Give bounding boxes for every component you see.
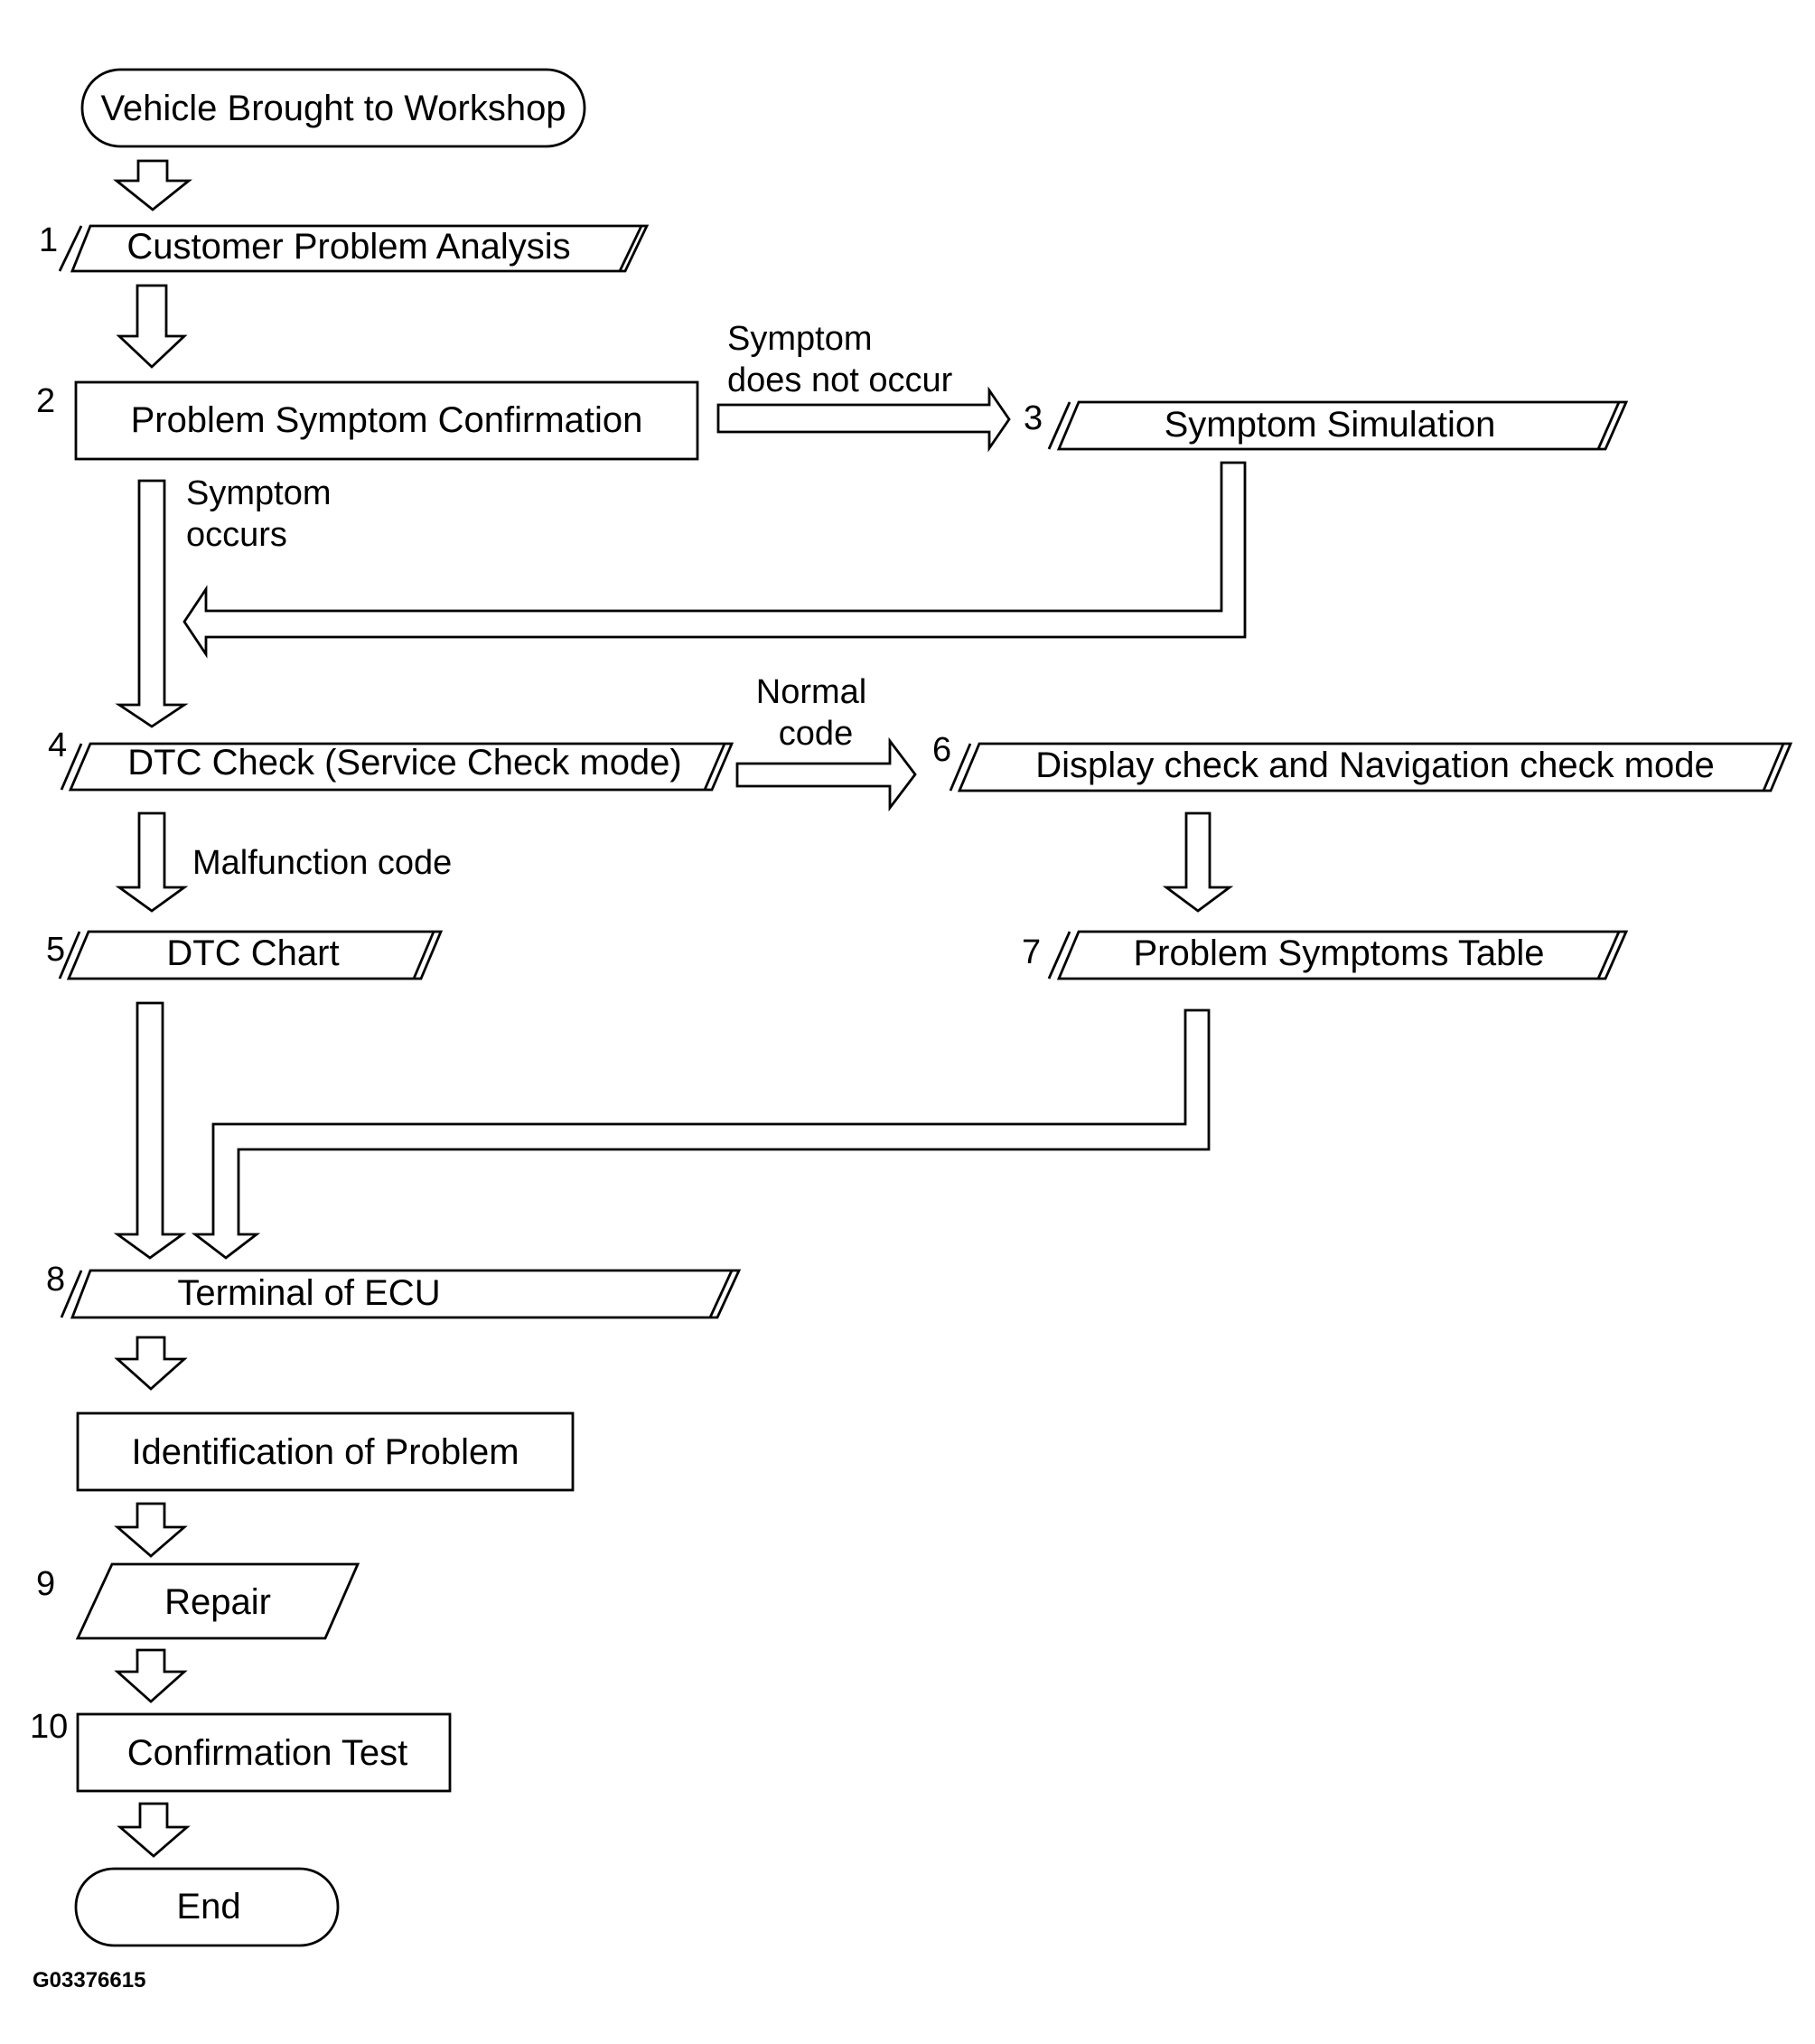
identification-label: Identification of Problem bbox=[131, 1432, 519, 1472]
step-8: 8 Terminal of ECU bbox=[46, 1261, 742, 1319]
step-2-label: Problem Symptom Confirmation bbox=[131, 400, 643, 440]
arrow-step9-to-step10 bbox=[114, 1648, 188, 1703]
label-normal-code-line2: code bbox=[779, 715, 853, 753]
step-6-label: Display check and Navigation check mode bbox=[1035, 745, 1715, 785]
arrow-identification-to-step9 bbox=[114, 1502, 188, 1558]
step-9: 9 Repair bbox=[36, 1562, 360, 1640]
step-5: 5 DTC Chart bbox=[46, 930, 444, 980]
step-7: 7 Problem Symptoms Table bbox=[1022, 930, 1629, 980]
start-label: Vehicle Brought to Workshop bbox=[100, 89, 566, 128]
step-3: 3 Symptom Simulation bbox=[1024, 399, 1629, 451]
step-3-label: Symptom Simulation bbox=[1165, 405, 1496, 445]
label-malfunction-code: Malfunction code bbox=[192, 844, 452, 882]
arrow-step4-to-step6 bbox=[735, 736, 917, 812]
step-2: 2 Problem Symptom Confirmation bbox=[36, 380, 699, 461]
figure-id: G03376615 bbox=[33, 1968, 145, 1992]
label-symptom-occurs-line1: Symptom bbox=[186, 474, 331, 512]
step-1-number: 1 bbox=[39, 221, 58, 259]
identification-step: Identification of Problem bbox=[76, 1411, 575, 1492]
step-4-number: 4 bbox=[48, 727, 67, 764]
step-10-label: Confirmation Test bbox=[127, 1733, 408, 1773]
arrow-step1-to-step2 bbox=[116, 284, 188, 369]
step-9-label: Repair bbox=[164, 1582, 271, 1622]
step-6: 6 Display check and Navigation check mod… bbox=[932, 731, 1793, 792]
step-7-label: Problem Symptoms Table bbox=[1134, 933, 1545, 973]
arrow-step5-to-step8 bbox=[113, 1001, 187, 1260]
step-2-number: 2 bbox=[36, 382, 55, 420]
arrow-step3-return bbox=[182, 461, 1247, 659]
step-7-number: 7 bbox=[1022, 933, 1041, 971]
step-1-label: Customer Problem Analysis bbox=[126, 227, 570, 267]
end-label: End bbox=[176, 1887, 240, 1927]
step-1: 1 Customer Problem Analysis bbox=[39, 221, 650, 273]
step-4-label: DTC Check (Service Check mode) bbox=[127, 743, 682, 783]
arrow-step4-to-step5 bbox=[115, 811, 189, 913]
arrow-step2-to-step3 bbox=[716, 386, 1011, 453]
step-8-number: 8 bbox=[46, 1261, 65, 1299]
step-9-number: 9 bbox=[36, 1565, 55, 1603]
arrow-start-to-step1 bbox=[113, 159, 192, 211]
label-symptom-not-occur-line1: Symptom bbox=[727, 320, 872, 358]
arrow-step2-to-step4 bbox=[115, 479, 189, 728]
step-8-label: Terminal of ECU bbox=[177, 1273, 440, 1313]
start-terminal: Vehicle Brought to Workshop bbox=[80, 68, 586, 148]
step-3-number: 3 bbox=[1024, 399, 1043, 437]
end-terminal: End bbox=[74, 1867, 340, 1947]
label-normal-code-line1: Normal bbox=[756, 673, 866, 711]
label-symptom-occurs-line2: occurs bbox=[186, 516, 287, 554]
step-10: 10 Confirmation Test bbox=[30, 1708, 452, 1793]
arrow-step8-to-identification bbox=[114, 1336, 188, 1391]
step-6-number: 6 bbox=[932, 731, 951, 769]
arrow-step6-to-step7 bbox=[1162, 811, 1234, 913]
step-4: 4 DTC Check (Service Check mode) bbox=[48, 727, 734, 792]
step-10-number: 10 bbox=[30, 1708, 68, 1746]
step-5-label: DTC Chart bbox=[166, 933, 339, 973]
arrow-step10-to-end bbox=[117, 1802, 191, 1858]
step-5-number: 5 bbox=[46, 931, 65, 969]
label-symptom-not-occur-line2: does not occur bbox=[727, 361, 953, 399]
arrow-step7-to-step8 bbox=[191, 1008, 1211, 1260]
